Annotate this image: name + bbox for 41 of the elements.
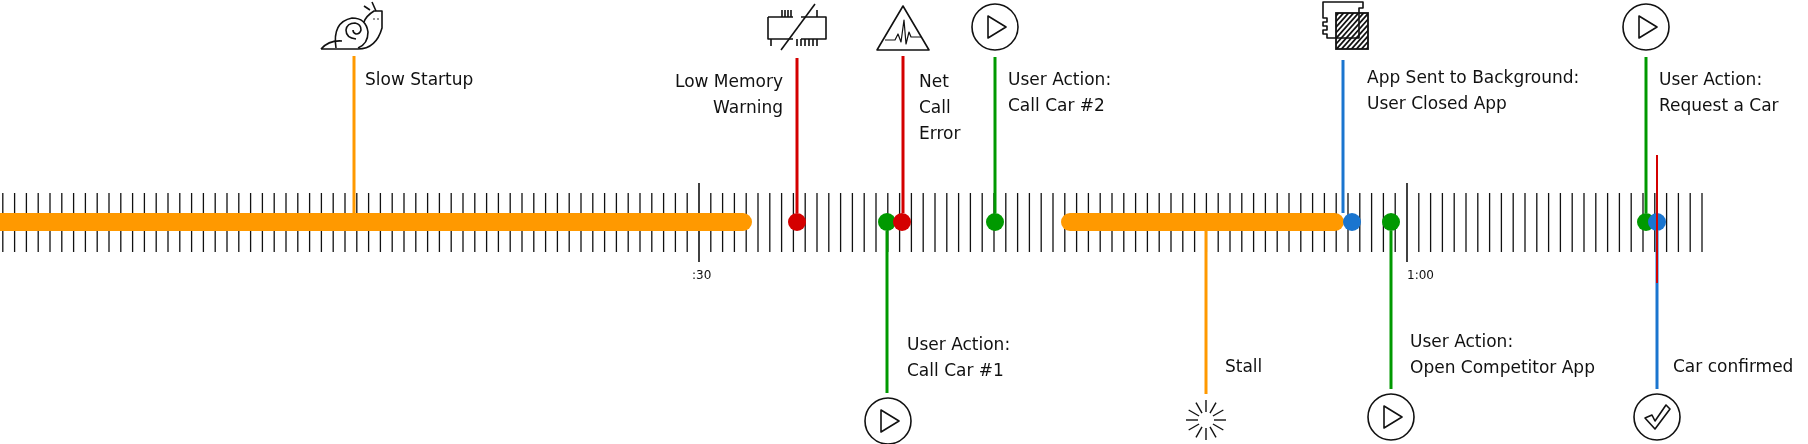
event-label: Car confirmed [1673,355,1794,378]
play-icon [864,397,912,444]
leader-line [1341,60,1345,213]
event-dot [1648,213,1666,231]
leader-line [352,56,356,213]
event-label: User Action: Call Car #1 [907,333,1011,382]
event-dot [878,213,896,231]
leader-line [1644,57,1648,213]
snail-icon [320,1,383,50]
event-dot [1343,213,1361,231]
leader-line [1655,231,1659,389]
event-label: Low Memory Warning [674,70,783,119]
play-icon [1367,393,1415,441]
duration-bar [0,213,752,231]
event-label: User Action: Request a Car [1659,68,1779,117]
duration-bar [1061,213,1344,231]
memory-chip-icon [767,3,827,51]
event-label: User Action: Call Car #2 [1008,68,1112,117]
leader-line [1389,231,1393,389]
event-dot [893,213,911,231]
play-icon [1622,3,1670,51]
play-icon [971,3,1019,51]
leader-line [901,56,905,213]
event-dot [788,213,806,231]
stacked-cards-icon [1322,1,1369,50]
event-label: Stall [1225,355,1263,378]
check-icon [1633,393,1681,441]
leader-line [795,58,799,213]
event-label: Net Call Error [919,70,961,145]
event-label: Slow Startup [365,68,474,91]
leader-line [885,231,889,393]
loading-burst-icon [1185,399,1227,441]
leader-line [993,57,997,213]
time-tick-label: :30 [692,268,712,282]
leader-line [1204,231,1208,394]
warning-triangle-icon [876,5,930,51]
event-dot [1382,213,1400,231]
time-tick-label: 1:00 [1407,268,1434,282]
event-dot [986,213,1004,231]
event-label: User Action: Open Competitor App [1410,330,1595,379]
event-label: App Sent to Background: User Closed App [1367,66,1580,115]
